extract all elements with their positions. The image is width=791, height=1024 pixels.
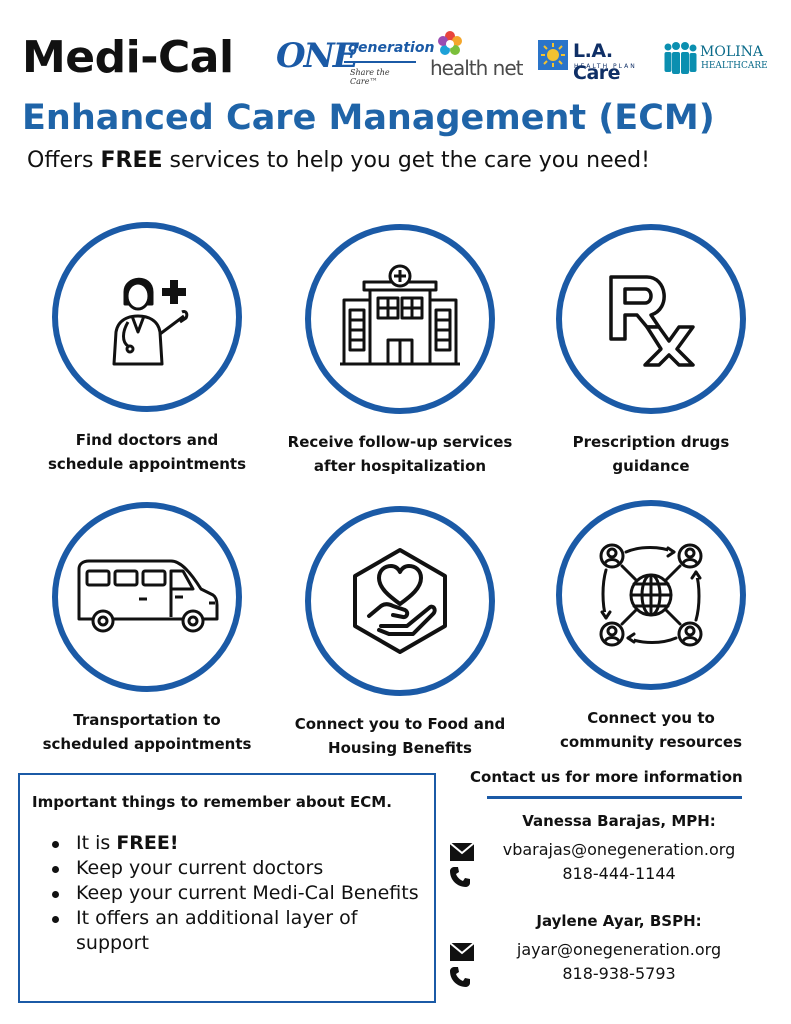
service-label-line1: Connect you to Food and [294, 715, 506, 733]
service-prescription: Prescription drugs guidance [526, 224, 776, 478]
onegeneration-logo-tag: Share the Care™ [350, 68, 390, 86]
service-label-line1: Connect you to [587, 709, 715, 727]
contact-name: Jaylene Ayar, BSPH: [536, 912, 702, 930]
list-item: It is FREE! [32, 831, 422, 856]
contact-email-row: jayar@onegeneration.org [447, 940, 777, 964]
contact-phone-link[interactable]: 818-938-5793 [562, 964, 676, 983]
tagline: Offers FREE services to help you get the… [27, 148, 650, 173]
contact-phone-row: 818-938-5793 [447, 964, 777, 988]
service-circle [52, 222, 242, 412]
contact-phone-link[interactable]: 818-444-1144 [562, 864, 676, 883]
tagline-suffix: services to help you get the care you ne… [162, 148, 650, 173]
service-label-line1: Receive follow-up services [287, 433, 513, 451]
network-icon [599, 543, 703, 647]
list-item: Keep your current Medi-Cal Benefits [32, 881, 422, 906]
contact-name: Vanessa Barajas, MPH: [522, 812, 716, 830]
service-label-line2: scheduled appointments [42, 735, 252, 753]
molina-logo-sub: HEALTHCARE [701, 61, 768, 71]
envelope-icon [449, 842, 475, 861]
service-follow-up: Receive follow-up services after hospital… [275, 224, 525, 478]
molina-people-icon [664, 42, 697, 74]
remember-heading: Important things to remember about ECM. [32, 793, 392, 811]
service-circle [52, 502, 242, 692]
partner-logos: ONE generation Share the Care™ health ne… [276, 30, 776, 90]
remember-item1-bold: FREE! [116, 832, 179, 854]
phone-icon [450, 967, 470, 987]
service-circle [305, 224, 495, 414]
contact-email-link[interactable]: jayar@onegeneration.org [516, 940, 722, 959]
contact-heading: Contact us for more information [470, 768, 743, 786]
service-transportation: Transportation to scheduled appointments [22, 502, 272, 756]
list-item: It offers an additional layer of support [32, 906, 422, 956]
service-label-line1: Find doctors and [75, 431, 219, 449]
phone-icon [450, 867, 470, 887]
lacare-logo-text: L.A. Care [573, 40, 621, 84]
rx-icon [609, 275, 695, 367]
remember-list: It is FREE! Keep your current doctors Ke… [32, 831, 422, 956]
onegeneration-logo: ONE generation Share the Care™ [276, 36, 434, 86]
heart-hand-icon [353, 548, 447, 654]
tagline-free: FREE [100, 148, 163, 173]
service-label-line2: Housing Benefits [328, 739, 472, 757]
onegeneration-logo-big: ONE [276, 36, 359, 76]
service-label-line2: after hospitalization [313, 457, 487, 475]
service-circle [556, 224, 746, 414]
service-circle [556, 500, 746, 690]
envelope-icon [449, 942, 475, 961]
onegeneration-logo-rule [344, 61, 416, 63]
service-label-line2: community resources [560, 733, 742, 751]
healthnet-logo-text: health net [430, 56, 523, 80]
hospital-icon [340, 264, 460, 366]
remember-box: Important things to remember about ECM. … [18, 773, 436, 1003]
tagline-prefix: Offers [27, 148, 101, 173]
healthnet-logo: health net [430, 30, 524, 86]
lacare-logo-sub: HEALTH PLAN [574, 63, 637, 70]
van-icon [77, 559, 219, 633]
contact-divider [487, 796, 742, 799]
contact-email-row: vbarajas@onegeneration.org [447, 840, 777, 864]
onegeneration-logo-small: generation [348, 40, 435, 56]
service-label-line1: Prescription drugs [572, 433, 730, 451]
service-circle [305, 506, 495, 696]
program-title: Medi-Cal [22, 32, 234, 83]
contact-phone-row: 818-444-1144 [447, 864, 777, 888]
service-label-line2: schedule appointments [47, 455, 247, 473]
service-label-line1: Transportation to [73, 711, 221, 729]
service-find-doctors: Find doctors and schedule appointments [22, 222, 272, 476]
contact-person: Vanessa Barajas, MPH: vbarajas@onegenera… [447, 812, 777, 888]
service-label-line2: guidance [612, 457, 690, 475]
remember-item1-prefix: It is [76, 832, 117, 854]
molina-logo-text: MOLINA [700, 44, 763, 60]
page-title: Enhanced Care Management (ECM) [22, 98, 715, 138]
healthnet-flower-icon [438, 31, 462, 55]
doctor-icon [112, 277, 189, 366]
contact-email-link[interactable]: vbarajas@onegeneration.org [502, 840, 736, 859]
contact-person: Jaylene Ayar, BSPH: jayar@onegeneration.… [447, 912, 777, 988]
lacare-sun-icon [538, 40, 568, 70]
service-community: Connect you to community resources [526, 500, 776, 754]
list-item: Keep your current doctors [32, 856, 422, 881]
lacare-logo: L.A. Care HEALTH PLAN [538, 40, 650, 84]
molina-logo: MOLINA HEALTHCARE [662, 40, 780, 80]
